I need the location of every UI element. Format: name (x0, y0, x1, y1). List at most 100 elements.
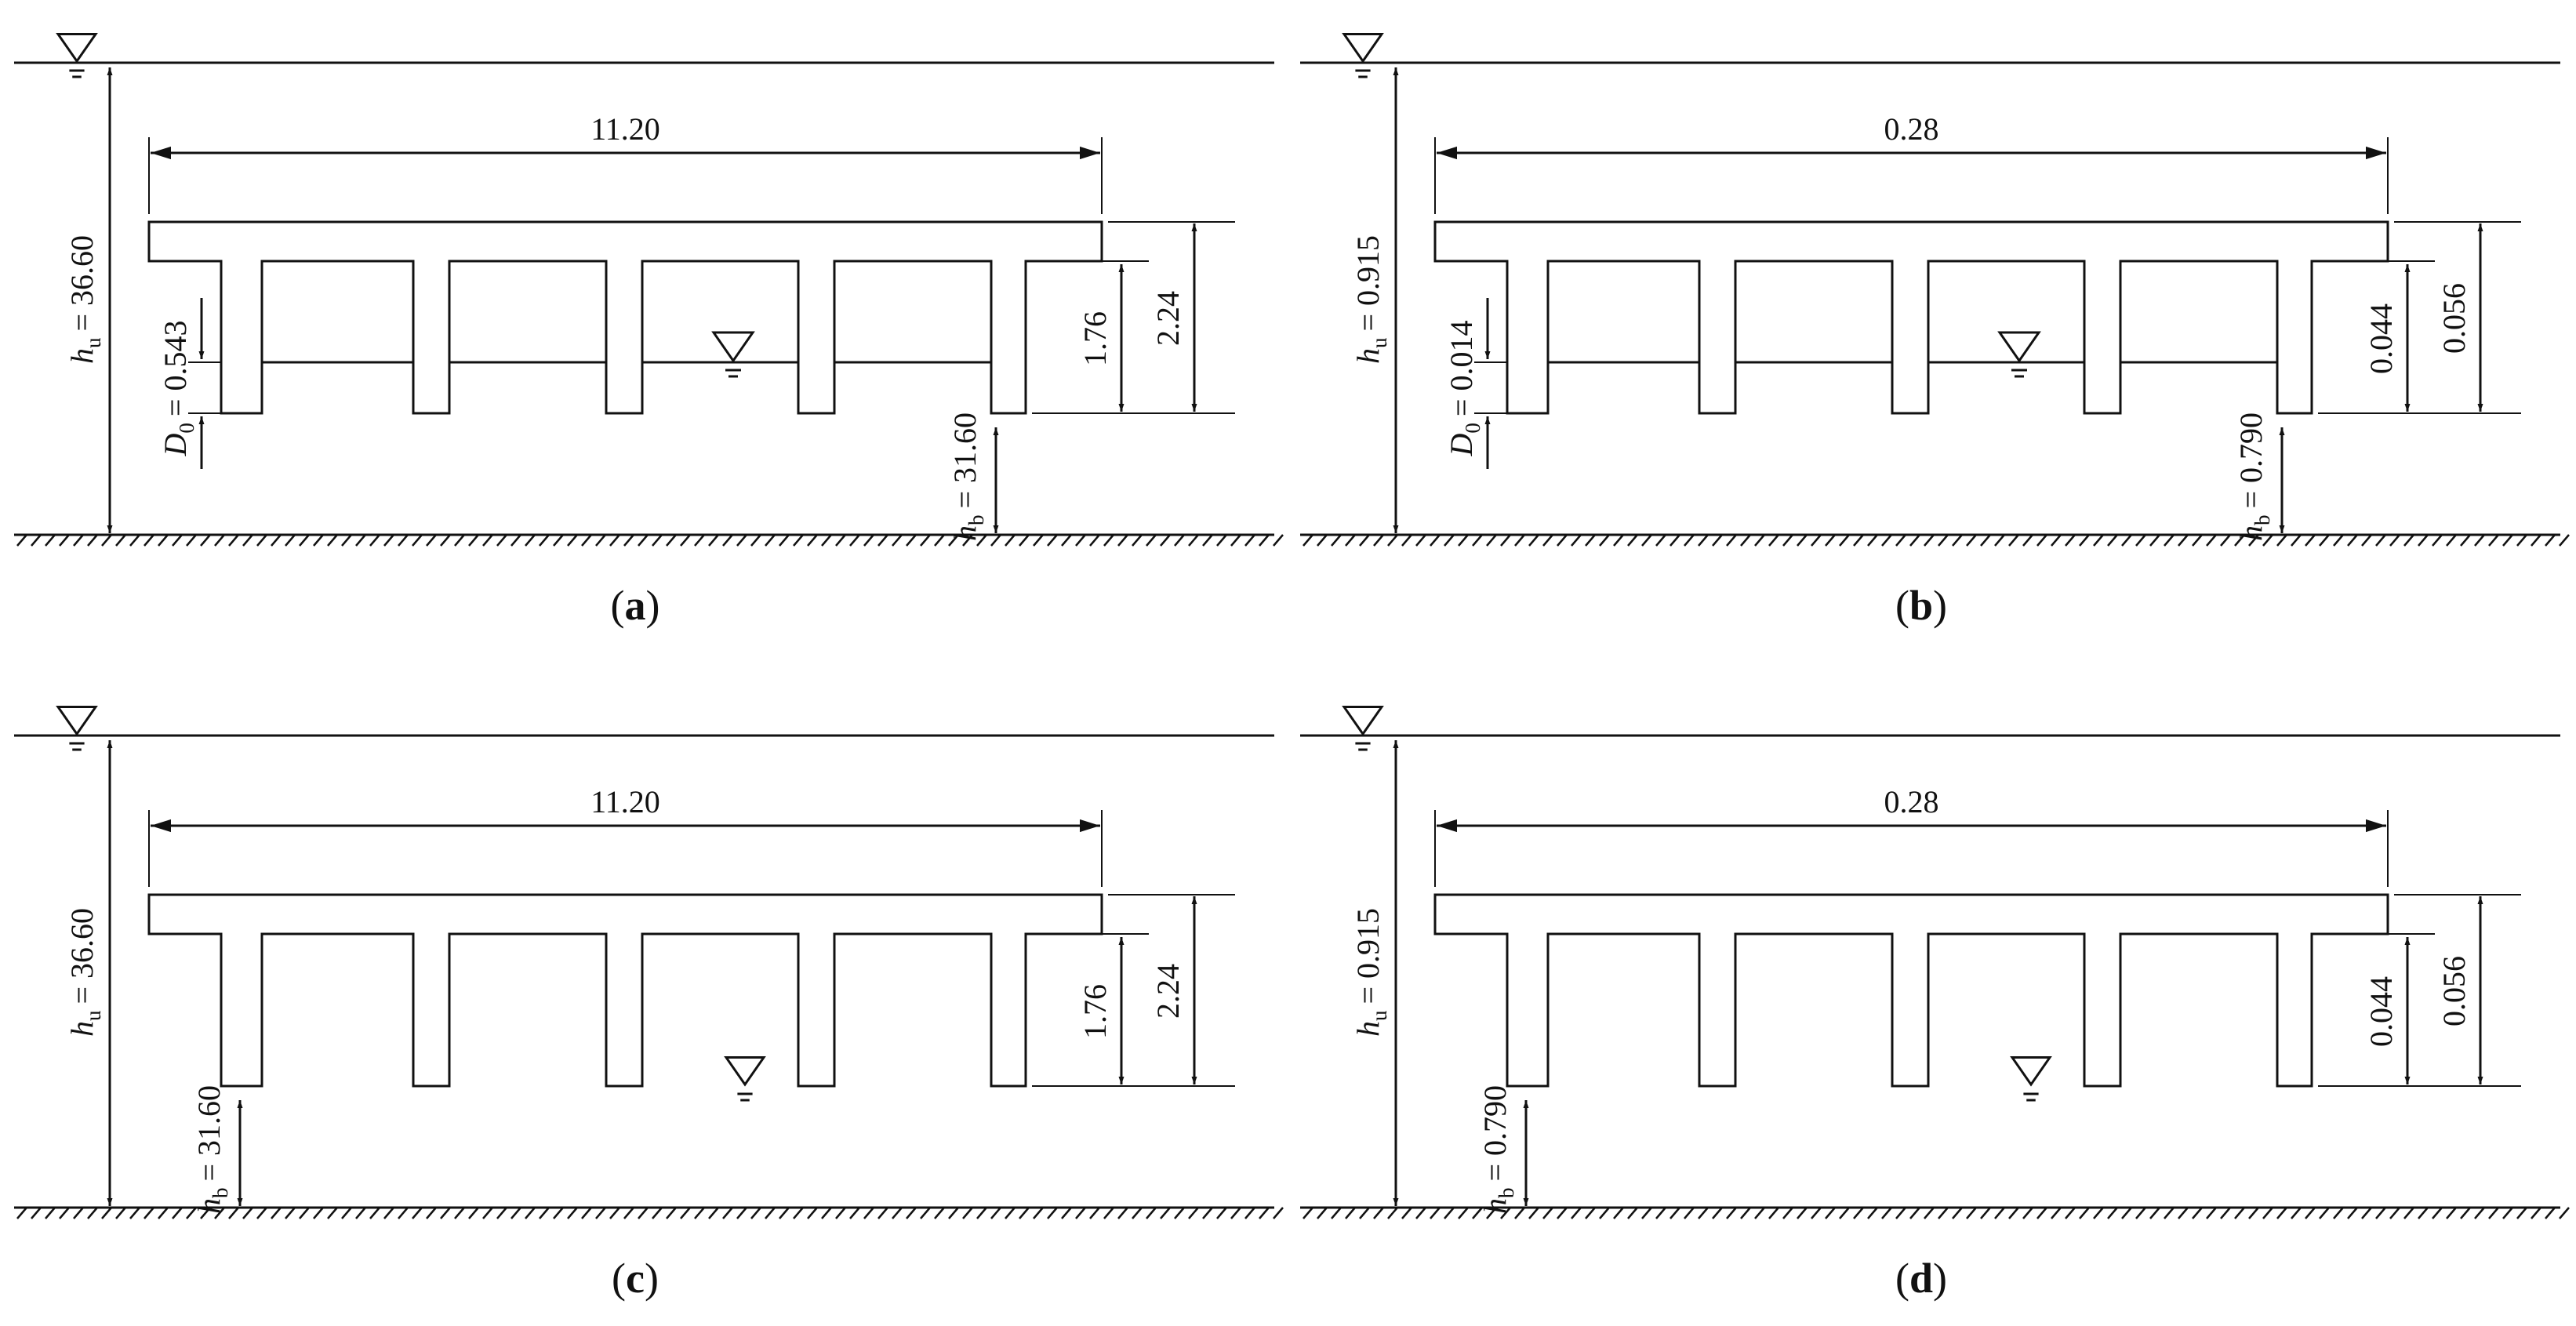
bed-hatch (1047, 1207, 1058, 1219)
bed-hatch (1430, 1207, 1441, 1219)
bed-hatch (2107, 1207, 2118, 1219)
bed-hatch (271, 1207, 282, 1219)
bed-hatch (454, 534, 465, 547)
bed-hatch (821, 534, 832, 547)
bed-hatch (1966, 534, 1977, 547)
bed-hatch (1146, 1207, 1157, 1219)
bed-hatch (708, 534, 719, 547)
bed-hatch (976, 534, 987, 547)
bed-hatch (1754, 1207, 1765, 1219)
bed-hatch (1317, 1207, 1328, 1219)
bed-hatch (2559, 1207, 2570, 1219)
bed-hatch (1952, 534, 1963, 547)
bed-hatch (1303, 534, 1313, 547)
bed-hatch (1458, 534, 1469, 547)
bed-hatch (1994, 534, 2005, 547)
bed-hatch (1782, 534, 1793, 547)
bed-hatch (101, 534, 112, 547)
bed-hatch (2234, 534, 2245, 547)
bed-hatch (2291, 1207, 2302, 1219)
bed-hatch (412, 534, 423, 547)
bed-hatch (1938, 534, 1949, 547)
bed-hatch (1924, 1207, 1935, 1219)
water-triangle (724, 1055, 766, 1087)
bed-hatch (638, 534, 649, 547)
bed-hatch (1881, 1207, 1892, 1219)
bed-hatch (666, 1207, 677, 1219)
bed-hatch (1415, 1207, 1426, 1219)
bed-hatch (369, 1207, 380, 1219)
bed-hatch (821, 1207, 832, 1219)
bed-hatch (1655, 1207, 1666, 1219)
seabed (1300, 533, 2570, 547)
water-triangle (2010, 1055, 2052, 1087)
beam-height-label: 1.76 (1077, 311, 1113, 366)
bed-hatch (398, 1207, 409, 1219)
value: = 31.60 (947, 412, 983, 509)
water-triangle (1342, 705, 1384, 736)
bed-hatch (242, 534, 253, 547)
bed-hatch (87, 534, 98, 547)
value: = 0.543 (158, 321, 193, 417)
symbol: D (158, 433, 193, 456)
bed-hatch (1401, 1207, 1412, 1219)
bed-hatch (2403, 1207, 2414, 1219)
bed-hatch (186, 534, 197, 547)
bed-hatch (115, 1207, 126, 1219)
bed-hatch (2051, 1207, 2062, 1219)
bed-hatch (2545, 534, 2556, 547)
bed-hatch (1273, 534, 1284, 547)
bed-hatch (835, 534, 846, 547)
bed-hatch (1089, 1207, 1100, 1219)
bed-hatch (722, 1207, 733, 1219)
caption-letter: d (1909, 1255, 1933, 1302)
deck-width-label: 0.28 (1884, 784, 1939, 819)
bed-hatch (581, 1207, 592, 1219)
bed-hatch (920, 534, 931, 547)
bed-hatch (1188, 534, 1199, 547)
bed-hatch (355, 1207, 366, 1219)
bed-hatch (1259, 1207, 1270, 1219)
bed-hatch (440, 534, 451, 547)
bed-hatch (2474, 1207, 2485, 1219)
bed-hatch (2234, 1207, 2245, 1219)
bed-hatch (2051, 534, 2062, 547)
gap-water-level-icon (724, 1055, 766, 1102)
caption-close: ) (1933, 1255, 1947, 1302)
bed-hatch (1244, 534, 1255, 547)
bed-hatch (553, 1207, 564, 1219)
bed-hatch (256, 534, 267, 547)
bed-hatch (1895, 534, 1906, 547)
bed-hatch (2164, 534, 2175, 547)
subscript: u (1368, 1010, 1391, 1021)
bed-hatch (1033, 534, 1044, 547)
bed-hatch (2361, 534, 2372, 547)
bed-hatch (1669, 1207, 1680, 1219)
bed-hatch (1075, 534, 1086, 547)
bed-hatch (2135, 1207, 2146, 1219)
bed-hatch (736, 1207, 747, 1219)
bed-hatch (200, 534, 211, 547)
bed-hatch (2516, 534, 2527, 547)
bed-hatch (1244, 1207, 1255, 1219)
gap-water-level-icon (2010, 1055, 2052, 1102)
bed-hatch (341, 1207, 352, 1219)
bed-hatch (2305, 534, 2316, 547)
bed-hatch (1331, 1207, 1342, 1219)
caption-close: ) (645, 1255, 659, 1302)
value: = 0.915 (1350, 235, 1386, 332)
bed-hatch (567, 1207, 578, 1219)
subscript: b (209, 1188, 232, 1199)
bed-hatch (1585, 534, 1596, 547)
bed-hatch (1613, 534, 1624, 547)
bed-hatch (652, 534, 663, 547)
bed-hatch (2121, 1207, 2132, 1219)
bed-hatch (1641, 534, 1652, 547)
bed-hatch (835, 1207, 846, 1219)
value: = 36.60 (64, 908, 100, 1004)
bed-hatch (285, 1207, 296, 1219)
bed-hatch (2276, 534, 2287, 547)
bed-hatch (892, 534, 903, 547)
bed-hatch (1160, 1207, 1171, 1219)
bed-hatch (1444, 1207, 1455, 1219)
